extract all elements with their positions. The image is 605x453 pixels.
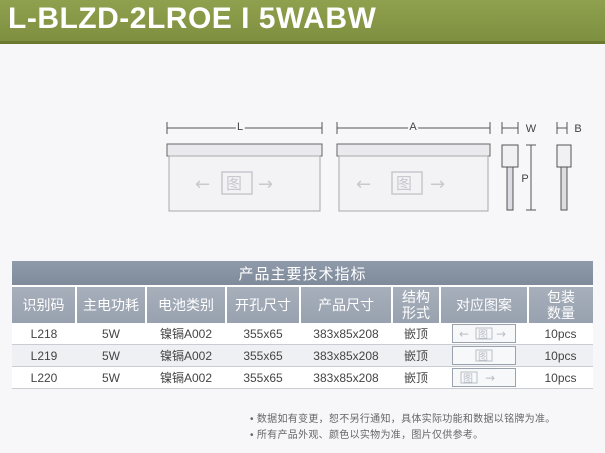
cell-code: L220 bbox=[12, 366, 76, 389]
cell-qty: 10pcs bbox=[528, 366, 594, 389]
cell-qty: 10pcs bbox=[528, 323, 594, 345]
cell-qty: 10pcs bbox=[528, 344, 594, 367]
exit-sign-pattern-icon: 图→ bbox=[452, 368, 516, 387]
cell-code: L219 bbox=[12, 344, 76, 367]
cell-battery: 镍镉A002 bbox=[146, 366, 226, 389]
spec-table-header: 识别码主电功耗电池类别开孔尺寸产品尺寸结构 形式对应图案包装 数量 bbox=[12, 286, 594, 323]
spec-table-caption: 产品主要技术指标 bbox=[12, 261, 594, 287]
cell-battery: 镍镉A002 bbox=[146, 344, 226, 367]
dim-label-w: W bbox=[526, 123, 537, 135]
svg-text:←: ← bbox=[356, 174, 371, 195]
footnotes: • 数据如有变更，恕不另行通知，具体实际功能和数据以铭牌为准。 • 所有产品外观… bbox=[250, 412, 600, 444]
svg-text:图: 图 bbox=[478, 329, 488, 341]
svg-text:图: 图 bbox=[478, 351, 488, 363]
exit-sign-pattern-icon: 图 ← → bbox=[452, 324, 516, 343]
dim-label-l: L bbox=[237, 121, 243, 133]
cell-power: 5W bbox=[76, 323, 146, 345]
side-view-w bbox=[501, 144, 519, 211]
svg-text:图: 图 bbox=[226, 174, 242, 193]
column-header: 产品尺寸 bbox=[300, 286, 393, 323]
side-view-b bbox=[556, 144, 572, 211]
cell-structure: 嵌顶 bbox=[392, 323, 440, 345]
svg-text:←: ← bbox=[459, 327, 469, 341]
svg-text:→: → bbox=[496, 327, 506, 341]
product-title: L-BLZD-2LROE I 5WABW bbox=[8, 2, 377, 35]
column-header: 识别码 bbox=[12, 286, 77, 323]
cell-hole: 355x65 bbox=[226, 323, 300, 345]
cell-size: 383x85x208 bbox=[300, 344, 392, 367]
svg-text:→: → bbox=[258, 174, 273, 195]
cell-structure: 嵌顶 bbox=[392, 344, 440, 367]
cell-size: 383x85x208 bbox=[300, 366, 392, 389]
cell-hole: 355x65 bbox=[226, 344, 300, 367]
footnote: • 所有产品外观、颜色以实物为准，图片仅供参考。 bbox=[250, 430, 484, 441]
column-header: 电池类别 bbox=[146, 286, 227, 323]
pattern-thumbnail: 图 ← → bbox=[440, 323, 528, 345]
svg-text:→: → bbox=[485, 371, 495, 385]
pattern-thumbnail: 图 bbox=[440, 344, 528, 367]
footnote: • 数据如有变更，恕不另行通知，具体实际功能和数据以铭牌为准。 bbox=[250, 414, 556, 425]
cell-power: 5W bbox=[76, 344, 146, 367]
svg-text:图: 图 bbox=[396, 174, 412, 193]
column-header: 主电功耗 bbox=[76, 286, 147, 323]
dim-label-p: P bbox=[521, 173, 528, 185]
front-view-sign-left: ← 图 → bbox=[166, 143, 323, 212]
dim-label-b: B bbox=[574, 123, 581, 135]
cell-hole: 355x65 bbox=[226, 366, 300, 389]
exit-sign-pattern-icon: 图 bbox=[452, 346, 516, 365]
column-header: 对应图案 bbox=[440, 286, 529, 323]
column-header: 开孔尺寸 bbox=[226, 286, 301, 323]
column-header: 包装 数量 bbox=[528, 286, 594, 323]
column-header: 结构 形式 bbox=[392, 286, 441, 323]
svg-text:图: 图 bbox=[463, 373, 473, 385]
svg-text:→: → bbox=[430, 174, 445, 195]
pattern-thumbnail: 图→ bbox=[440, 366, 528, 389]
cell-power: 5W bbox=[76, 366, 146, 389]
banner-edge bbox=[0, 41, 605, 44]
title-banner: L-BLZD-2LROE I 5WABW bbox=[0, 0, 605, 44]
cell-battery: 镍镉A002 bbox=[146, 323, 226, 345]
dim-label-a: A bbox=[409, 121, 417, 133]
cell-size: 383x85x208 bbox=[300, 323, 392, 345]
svg-text:←: ← bbox=[195, 174, 210, 195]
cell-structure: 嵌顶 bbox=[392, 366, 440, 389]
front-view-sign-right: ← 图 → bbox=[336, 143, 491, 212]
cell-code: L218 bbox=[12, 323, 76, 345]
spec-table: 产品主要技术指标 识别码主电功耗电池类别开孔尺寸产品尺寸结构 形式对应图案包装 … bbox=[12, 261, 594, 389]
